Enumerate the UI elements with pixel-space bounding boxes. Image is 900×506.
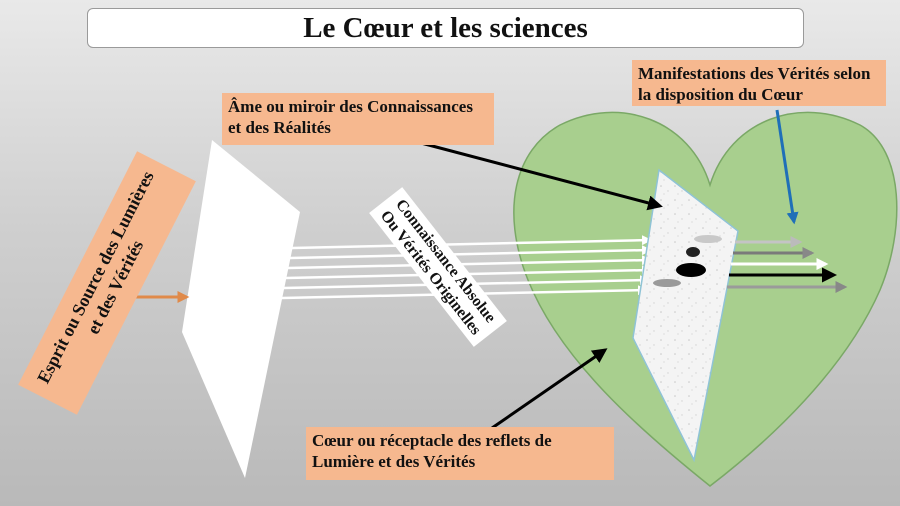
reflection-spot-black [676, 263, 706, 277]
ame-pointer-arrow [401, 136, 663, 211]
manifestations-label: Manifestations des Vérités selon la disp… [632, 60, 886, 106]
manifestation-pointer-arrow [775, 109, 799, 225]
manifestation-arrows [727, 236, 848, 293]
reflection-spot-gray [653, 279, 681, 287]
coeur-label: Cœur ou réceptacle des reflets de Lumièr… [306, 427, 614, 480]
reflection-spot-dark-small [686, 247, 700, 257]
page-title: Le Cœur et les sciences [87, 8, 804, 48]
reflection-spot-light [694, 235, 722, 243]
coeur-pointer-arrow [491, 348, 608, 430]
ame-mirror-panel [182, 140, 300, 478]
ame-label: Âme ou miroir des Connaissances et des R… [222, 93, 494, 145]
